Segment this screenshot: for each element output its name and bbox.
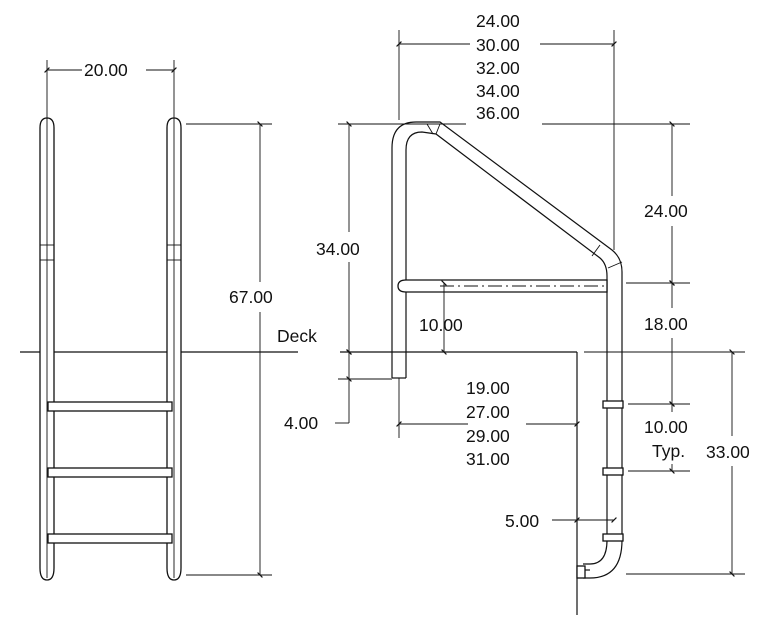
front-step-2 <box>47 467 173 478</box>
top-width-30: 30.00 <box>476 35 520 55</box>
bottom-width-29: 29.00 <box>466 426 510 446</box>
handhold-offset-dimension: 10.00 <box>419 280 463 355</box>
top-width-32: 32.00 <box>476 58 520 78</box>
top-width-dimension: 24.00 30.00 32.00 34.00 36.00 <box>396 11 617 250</box>
top-width-36: 36.00 <box>476 103 520 123</box>
below-deck-label: 4.00 <box>284 413 318 433</box>
side-crossbar <box>397 279 608 293</box>
below-deck-dimension: 4.00 <box>284 349 392 433</box>
bracket-3 <box>602 533 624 542</box>
rail-height-dimension: 34.00 <box>316 121 360 355</box>
upper-drop-label: 24.00 <box>644 201 688 221</box>
bottom-width-27: 27.00 <box>466 402 510 422</box>
bracket-1 <box>602 400 624 409</box>
wall-bumper <box>576 565 586 579</box>
handhold-offset-label: 10.00 <box>419 315 463 335</box>
side-handrail <box>391 121 624 579</box>
front-width-dimension: 20.00 <box>44 60 177 120</box>
top-width-24: 24.00 <box>476 11 520 31</box>
wall-offset-label: 5.00 <box>505 511 539 531</box>
step-spacing-label: 10.00 <box>644 417 688 437</box>
front-step-3 <box>47 533 173 544</box>
bottom-width-31: 31.00 <box>466 449 510 469</box>
front-view: 20.00 67.00 <box>20 60 577 581</box>
bracket-2 <box>602 467 624 476</box>
front-left-rail <box>39 117 55 581</box>
mid-drop-label: 18.00 <box>644 314 688 334</box>
bottom-width-dimension: 19.00 27.00 29.00 31.00 <box>396 378 580 469</box>
step-spacing-note: Typ. <box>652 441 685 461</box>
front-height-dimension: 67.00 <box>186 121 292 578</box>
top-width-34: 34.00 <box>476 81 520 101</box>
front-height-label: 67.00 <box>229 287 273 307</box>
front-width-label: 20.00 <box>84 60 128 80</box>
deck-label: Deck <box>277 326 317 346</box>
side-view: Deck <box>277 11 750 615</box>
front-right-rail <box>166 117 182 581</box>
front-step-1 <box>47 401 173 412</box>
right-dimension-chain: 24.00 18.00 10.00 Typ. 33.00 <box>584 121 750 577</box>
wall-offset-dimension: 5.00 <box>505 511 617 531</box>
wall-height-label: 33.00 <box>706 442 750 462</box>
bottom-width-19: 19.00 <box>466 378 510 398</box>
rail-height-label: 34.00 <box>316 239 360 259</box>
